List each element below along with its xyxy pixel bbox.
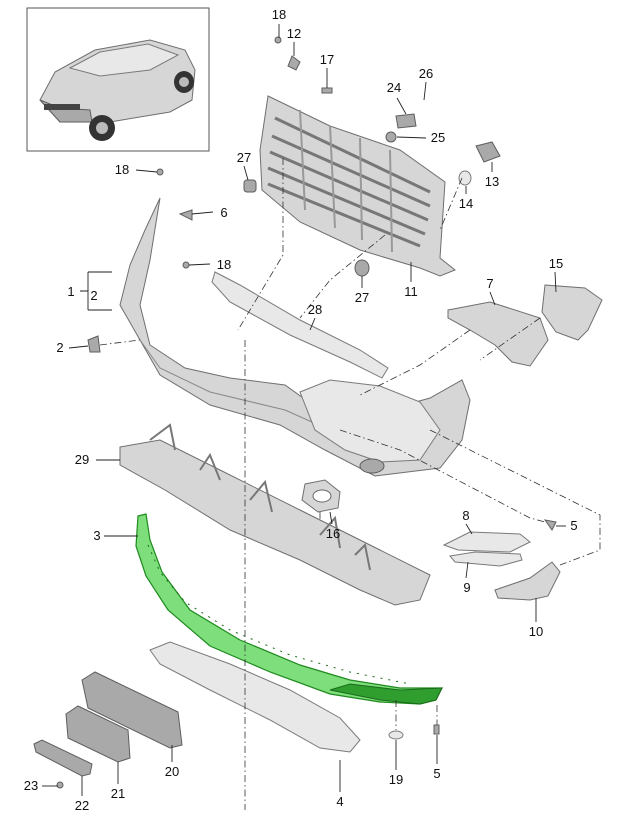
- license-bracket-21: [65, 705, 131, 763]
- callout-4: 4: [336, 794, 343, 809]
- callout-23: 23: [24, 778, 38, 793]
- callout-12: 12: [287, 26, 301, 41]
- lower-trim: [149, 641, 361, 753]
- spoiler-lip-highlighted: [135, 513, 443, 705]
- callout-2: 2: [56, 340, 63, 355]
- callout-7: 7: [486, 276, 493, 291]
- callout-9: 9: [463, 580, 470, 595]
- callout-18: 18: [115, 162, 129, 177]
- callout-8: 8: [462, 508, 469, 523]
- callout-22: 22: [75, 798, 89, 813]
- callout-28: 28: [308, 302, 322, 317]
- license-bracket-22: [33, 739, 93, 777]
- callout-21: 21: [111, 786, 125, 801]
- callout-27: 27: [355, 290, 369, 305]
- callout-26: 26: [419, 66, 433, 81]
- callout-11: 11: [404, 284, 418, 299]
- callout-20: 20: [165, 764, 179, 779]
- callout-13: 13: [485, 174, 499, 189]
- callout-3: 3: [93, 528, 100, 543]
- side-bracket: [447, 301, 549, 367]
- assembly-lines: [99, 158, 601, 810]
- cover-10: [494, 561, 561, 601]
- side-trim-panel: [541, 284, 603, 341]
- callout-16: 16: [326, 526, 340, 541]
- fasteners: [56, 36, 557, 789]
- callout-27: 27: [237, 150, 251, 165]
- callout-15: 15: [549, 256, 563, 271]
- vehicle-overview-inset: [26, 7, 210, 152]
- callout-19: 19: [389, 772, 403, 787]
- callout-labels: 18 12 17 24 26 25 27 13 18 6 14 18 1 2 2…: [24, 7, 578, 813]
- callout-18: 18: [217, 257, 231, 272]
- callout-17: 17: [320, 52, 334, 67]
- bumper-cover: [119, 197, 471, 477]
- cover-9: [449, 551, 523, 567]
- callout-2: 2: [90, 288, 97, 303]
- callout-18: 18: [272, 7, 286, 22]
- callout-14: 14: [459, 196, 473, 211]
- callout-6: 6: [220, 205, 227, 220]
- trim-strip: [211, 271, 389, 379]
- callout-24: 24: [387, 80, 401, 95]
- license-bracket-20: [81, 671, 183, 749]
- callout-1: 1: [67, 284, 74, 299]
- leader-lines: [42, 24, 566, 796]
- grille-assembly: [259, 95, 456, 277]
- callout-25: 25: [431, 130, 445, 145]
- reinforcement-carrier: [119, 439, 431, 606]
- callout-29: 29: [75, 452, 89, 467]
- cover-8: [442, 531, 531, 553]
- callout-5: 5: [570, 518, 577, 533]
- callout-10: 10: [529, 624, 543, 639]
- callout-5: 5: [433, 766, 440, 781]
